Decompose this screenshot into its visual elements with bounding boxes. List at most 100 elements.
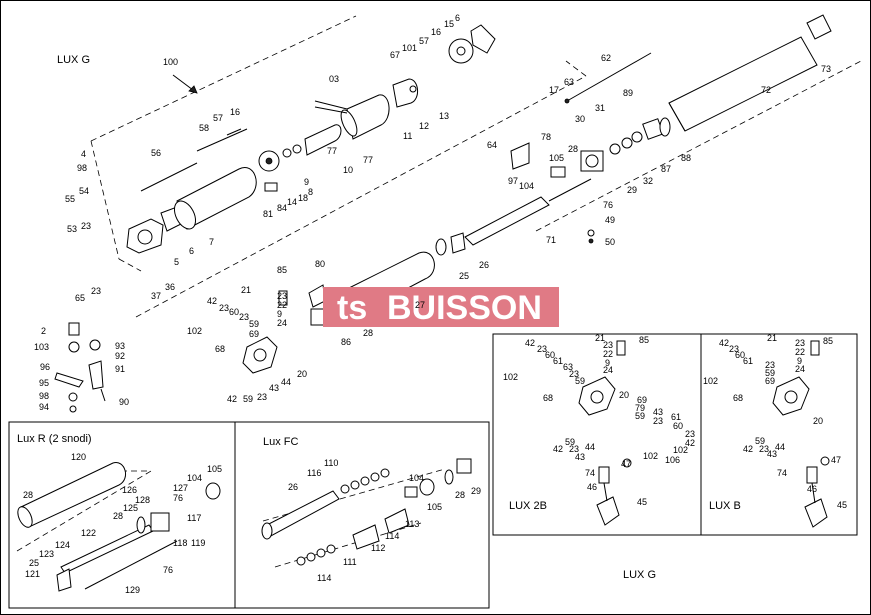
part-callout: 125 (123, 503, 138, 513)
part-callout: 76 (163, 565, 173, 575)
part-callout: 65 (75, 293, 85, 303)
part-callout: 20 (813, 416, 823, 426)
part-callout: 30 (575, 114, 585, 124)
part-callout: 124 (55, 540, 70, 550)
part-callout: 23 (569, 369, 579, 379)
motor-head-5 (126, 218, 164, 254)
lux-fc-ring-i (326, 544, 336, 554)
bracket-6 (470, 24, 496, 54)
part-callout: 22 (277, 300, 287, 310)
watermark-text: BUISSON (387, 289, 542, 327)
part-callout: 42 (719, 338, 729, 348)
part-callout: 104 (519, 181, 534, 191)
part-callout: 120 (71, 452, 86, 462)
part-callout: 92 (115, 351, 125, 361)
lux-2b-head-bore (590, 390, 604, 404)
part-callout: 28 (455, 490, 465, 500)
part-callout: 79 (635, 403, 645, 413)
lux-b-part-47 (820, 456, 830, 466)
lux-r-head (150, 512, 170, 532)
part-callout: 69 (249, 329, 259, 339)
part-callout: 11 (403, 131, 412, 141)
part-callout: 23 (219, 303, 229, 313)
lux-fc-part-113 (384, 508, 410, 534)
assembly-envelope (90, 15, 587, 318)
lux-fc-ring-e (380, 468, 390, 478)
part-callout: 61 (743, 356, 753, 366)
lux-fc-ring-c (360, 476, 370, 486)
rod-71-ext (548, 178, 592, 202)
part-callout: 57 (213, 113, 223, 123)
lux-fc-ring-28 (444, 469, 454, 485)
part-callout: 55 (65, 194, 75, 204)
part-callout: 17 (549, 85, 559, 95)
part-callout: 98 (39, 391, 49, 401)
part-callout: 23 (91, 286, 101, 296)
part-callout: 77 (363, 155, 373, 165)
part-callout: 8 (308, 187, 313, 197)
part-callout: 44 (775, 442, 785, 452)
tube-71 (464, 196, 550, 246)
part-callout: 94 (39, 402, 49, 412)
part-callout: 98 (77, 163, 87, 173)
lux-fc-part-104 (404, 486, 418, 498)
part-callout: 12 (419, 121, 429, 131)
part-callout: 60 (229, 307, 239, 317)
watermark: ts BUISSON (323, 287, 559, 327)
part-callout: 13 (439, 111, 449, 121)
part-callout: 03 (329, 74, 339, 84)
wires-03 (314, 100, 348, 114)
lux-b-head-20 (772, 376, 810, 416)
part-callout: 20 (619, 390, 629, 400)
part-callout: 7 (209, 237, 214, 247)
part-callout: 42 (207, 296, 217, 306)
part-callout: 74 (585, 468, 595, 478)
motor-head-bore (137, 229, 153, 245)
part-callout: 69 (765, 376, 775, 386)
lux-2b-head-20 (578, 376, 616, 416)
part-callout: 89 (623, 88, 633, 98)
title-lux-g-main: LUX G (57, 54, 90, 66)
part-callout: 10 (343, 165, 353, 175)
part-callout: 76 (603, 200, 613, 210)
ring-30 (609, 143, 621, 155)
part-callout: 63 (563, 362, 573, 372)
part-callout: 61 (553, 356, 563, 366)
plate-95 (54, 372, 84, 388)
part-callout: 24 (795, 364, 805, 374)
part-callout: 113 (405, 519, 419, 529)
part-callout: 110 (324, 458, 338, 468)
part-callout: 44 (281, 377, 291, 387)
part-callout: 29 (471, 486, 481, 496)
part-callout: 23 (81, 221, 91, 231)
part-callout: 60 (673, 421, 683, 431)
ring-98 (68, 392, 78, 402)
part-callout: 68 (543, 393, 553, 403)
part-2 (68, 322, 80, 336)
part-callout: 85 (277, 265, 287, 275)
part-callout: 29 (627, 185, 637, 195)
part-callout: 26 (479, 260, 489, 270)
part-callout: 43 (767, 449, 777, 459)
part-callout: 42 (227, 394, 237, 404)
bracket-64 (510, 142, 530, 170)
part-callout: 45 (637, 497, 647, 507)
part-callout: 21 (595, 333, 605, 343)
part-callout: 129 (125, 585, 140, 595)
part-callout: 118 (173, 538, 187, 548)
part-callout: 59 (755, 436, 765, 446)
lux-b-part-46 (806, 466, 818, 484)
part-callout: 59 (765, 368, 775, 378)
lux-fc-part-105 (419, 478, 435, 496)
part-callout: 105 (207, 464, 222, 474)
motor-head-20 (242, 336, 278, 374)
part-callout: 21 (241, 285, 251, 295)
part-callout: 28 (568, 144, 578, 154)
gearbox-29 (580, 150, 604, 172)
flange-15 (448, 38, 474, 64)
title-lux-fc: Lux FC (263, 436, 299, 448)
lux-b-shaft (811, 482, 816, 504)
spring-57 (226, 128, 242, 136)
